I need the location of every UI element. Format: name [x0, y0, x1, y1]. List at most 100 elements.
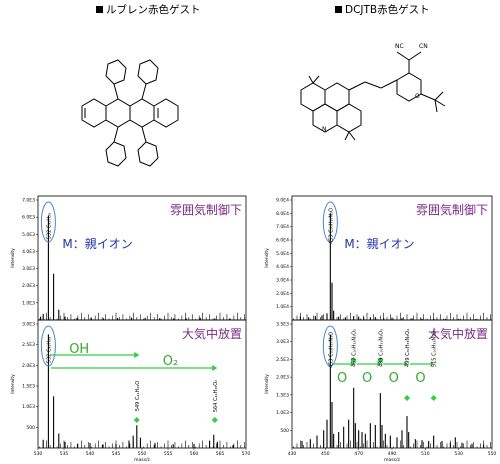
peak-marker	[377, 357, 384, 363]
y-tick-label: 2.0E4	[276, 291, 289, 297]
ion-label: M：親イオン	[62, 237, 132, 251]
header-rubrene-label: ルブレン赤色ゲスト	[106, 4, 201, 16]
x-axis-label: mass/z	[384, 457, 400, 463]
square-bullet-icon	[96, 6, 103, 13]
oxidation-arrow-head	[350, 361, 354, 367]
rubrene-structure	[81, 59, 179, 167]
oxygen-label: O	[337, 371, 347, 386]
x-tick-label: 540	[86, 451, 95, 457]
oxidation-arrow-head	[377, 361, 381, 367]
y-tick-label: 6.0E4	[276, 238, 289, 244]
y-tick-label: 1.0E3	[276, 410, 289, 416]
parent-ion-ellipse	[322, 201, 338, 243]
x-axis-label: mass/z	[134, 457, 150, 463]
peak-marker	[430, 395, 437, 401]
y-axis-label: Intensity	[10, 374, 16, 394]
y-tick-label: 2.5E3	[276, 357, 289, 363]
square-bullet-icon	[335, 6, 342, 13]
y-tick-label: 3.0E3	[276, 339, 289, 345]
oxygen-label: O	[415, 371, 425, 386]
oxygen-label: O	[362, 371, 372, 386]
y-tick-label: 3.0E3	[22, 322, 35, 328]
header-dcjtb-label: DCJTB赤色ゲスト	[345, 4, 430, 16]
ion-label: M：親イオン	[344, 237, 414, 251]
peak-marker	[350, 357, 357, 363]
y-tick-label: 3.0E4	[276, 278, 289, 284]
main-peak-label: 453 C₃₀H₃₅N₃O	[328, 332, 334, 368]
main-peak-label: 532 C₄₂H₂₈	[46, 337, 52, 363]
peak-annotation: 549 C₄₂H₂₉O	[135, 381, 141, 411]
y-tick-label: 3.0E3	[22, 266, 35, 272]
y-tick-label: 7.0E4	[276, 224, 289, 230]
x-tick-label: 545	[112, 451, 121, 457]
y-tick-label: 1.0E3	[22, 300, 35, 306]
peak-marker	[133, 417, 140, 423]
y-tick-label: 1.5E3	[276, 392, 289, 398]
oxidation-arrow-head	[430, 361, 434, 367]
condition-label: 雰囲気制御下	[170, 202, 242, 217]
oh-arrow-head	[134, 352, 140, 358]
y-axis-label: Intensity	[264, 374, 270, 394]
x-tick-label: 565	[216, 451, 225, 457]
y-tick-label: 4.0E4	[276, 264, 289, 270]
y-tick-label: 5.0E4	[276, 251, 289, 257]
x-tick-label: 510	[421, 451, 430, 457]
parent-ion-ellipse	[322, 325, 338, 367]
o2-label: O₂	[163, 354, 178, 369]
x-tick-label: 570	[242, 451, 251, 457]
y-tick-label: 9.0E4	[276, 198, 289, 204]
peak-annotation: 499 C₃₀H₃₃N₃O₄	[405, 329, 411, 367]
y-tick-label: 2.0E3	[22, 283, 35, 289]
y-tick-label: 500	[26, 425, 35, 431]
dcjtb-structure: NC CN N O	[300, 43, 446, 141]
condition-label: 大気中放置	[428, 326, 488, 341]
header-dcjtb: DCJTB赤色ゲスト	[335, 2, 430, 17]
condition-label: 雰囲気制御下	[416, 202, 488, 217]
x-tick-label: 555	[164, 451, 173, 457]
nc-label: NC	[395, 43, 404, 50]
o2-arrow-head	[212, 365, 218, 371]
y-tick-label: 7.0E3	[22, 198, 35, 204]
main-peak-label: 453 C₃₀H₃₅N₃O	[328, 208, 334, 244]
y-tick-label: 1.0E4	[276, 304, 289, 310]
oh-label: OH	[69, 342, 89, 357]
peak-annotation: 483 C₃₀H₃₃N₃O₃	[378, 329, 384, 367]
y-tick-label: 1.0E3	[22, 404, 35, 410]
y-tick-label: 3.5E3	[276, 322, 289, 328]
x-tick-label: 530	[454, 451, 463, 457]
x-tick-label: 530	[34, 451, 43, 457]
x-tick-label: 550	[138, 451, 147, 457]
main-peak-label: 532 C₄₂H₂₈	[46, 213, 52, 239]
y-tick-label: 2.0E3	[276, 375, 289, 381]
peak-annotation: 515 C₃₀H₃₃N₃O₅	[432, 329, 438, 367]
x-tick-label: 560	[190, 451, 199, 457]
y-tick-label: 2.0E3	[22, 363, 35, 369]
oxygen-label: O	[389, 371, 399, 386]
y-tick-label: 2.5E3	[22, 342, 35, 348]
x-tick-label: 450	[321, 451, 330, 457]
x-tick-label: 550	[488, 451, 497, 457]
y-tick-label: 8.0E4	[276, 211, 289, 217]
cn-label: CN	[419, 43, 428, 50]
peak-annotation: 564 C₄₂H₂₈O₂	[213, 380, 219, 412]
peak-marker	[211, 417, 218, 423]
y-axis-label: Intensity	[264, 248, 270, 268]
o-atom-label: O	[415, 93, 420, 100]
parent-ion-ellipse	[40, 325, 56, 367]
condition-label: 大気中放置	[182, 326, 242, 341]
peak-annotation: 467 C₃₀H₃₃N₃O₂	[352, 329, 358, 367]
oxidation-arrow-head	[404, 361, 407, 367]
y-tick-label: 5.0E3	[22, 232, 35, 238]
y-tick-label: 500	[280, 428, 289, 434]
y-axis-label: Intensity	[10, 248, 16, 268]
y-tick-label: 1.5E3	[22, 384, 35, 390]
header-rubrene: ルブレン赤色ゲスト	[96, 2, 201, 17]
parent-ion-ellipse	[40, 201, 56, 243]
x-tick-label: 470	[354, 451, 363, 457]
y-tick-label: 4.0E3	[22, 249, 35, 255]
x-tick-label: 430	[288, 451, 297, 457]
n-atom-label: N	[322, 126, 327, 133]
peak-marker	[404, 395, 410, 401]
y-tick-label: 6.0E3	[22, 215, 35, 221]
